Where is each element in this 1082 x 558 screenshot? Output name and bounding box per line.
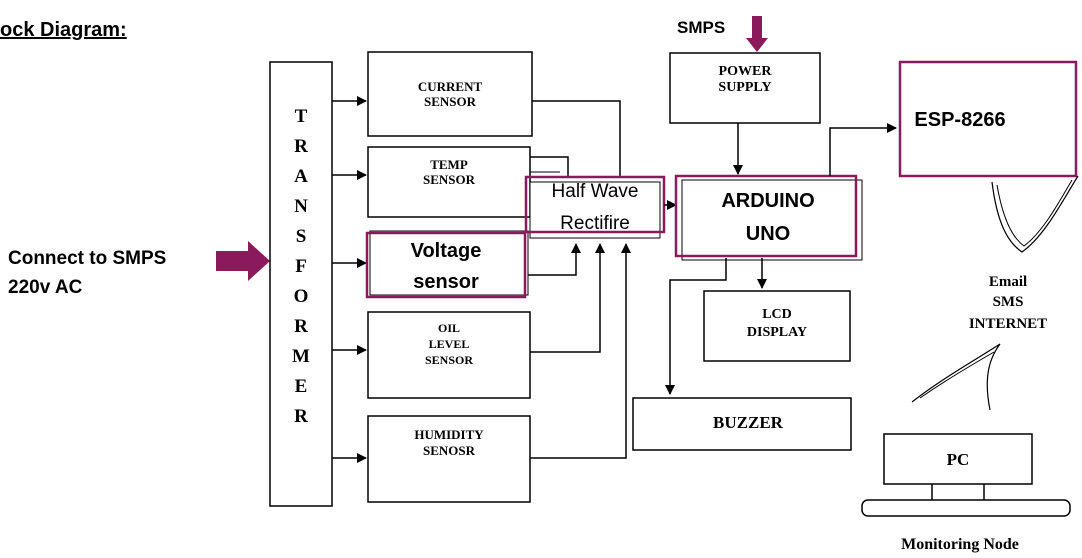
- transformer-letter: R: [294, 406, 308, 427]
- power-supply-label-1: POWER: [719, 64, 773, 79]
- comm-label-sms: SMS: [993, 294, 1024, 310]
- arduino-block: [674, 174, 858, 258]
- pc-signal-inner: [919, 351, 995, 399]
- wire-current-rectifier: [532, 100, 621, 178]
- temp-sensor-label-2: SENSOR: [423, 172, 476, 187]
- pc-keyboard: [861, 499, 1071, 517]
- transformer-letter: S: [296, 226, 307, 247]
- transformer-letter: A: [294, 166, 308, 187]
- esp-label: ESP-8266: [914, 109, 1005, 131]
- buzzer-block: [632, 397, 852, 451]
- oil-sensor-label-3: SENSOR: [425, 353, 473, 367]
- current-sensor-label-2: SENSOR: [424, 94, 477, 109]
- transformer-letter: O: [294, 286, 309, 307]
- temp-sensor-block: [367, 146, 531, 218]
- voltage-sensor-label-2: sensor: [413, 271, 479, 293]
- lcd-label-1: LCD: [762, 307, 792, 322]
- rectifier-outline: [529, 181, 661, 239]
- arduino-label-1: ARDUINO: [721, 190, 814, 212]
- transformer-letter: M: [292, 346, 310, 367]
- diagram-heading: ock Diagram:: [0, 19, 127, 41]
- input-label-line1: Connect to SMPS: [8, 248, 166, 269]
- transformer-letter: N: [294, 196, 308, 217]
- wire-humidity-rectifier: [530, 243, 631, 459]
- rectifier-label-1: Half Wave: [552, 181, 639, 202]
- power-supply-block: [669, 52, 821, 124]
- smps-arrow: [746, 16, 768, 52]
- arduino-label-2: UNO: [746, 223, 790, 245]
- transformer-letter: E: [295, 376, 308, 397]
- transformer-letter: R: [294, 136, 308, 157]
- wire-oil-rectifier: [530, 243, 605, 353]
- transformer-block: [269, 61, 333, 507]
- power-supply-label-2: SUPPLY: [718, 80, 771, 95]
- esp-block: [898, 60, 1078, 178]
- wireless-signal-icon: [991, 175, 1079, 253]
- lcd-display-block: [703, 290, 851, 362]
- smps-label: SMPS: [677, 18, 725, 37]
- humidity-sensor-block: [367, 415, 531, 503]
- transformer-letter: F: [295, 256, 307, 277]
- voltage-sensor-label-1: Voltage: [411, 240, 482, 262]
- comm-label-internet: INTERNET: [969, 316, 1047, 332]
- oil-sensor-label-2: LEVEL: [429, 337, 470, 351]
- arrow-arduino-esp: [829, 123, 897, 176]
- pc-monitor: [883, 433, 1033, 485]
- transformer-letter: R: [294, 316, 308, 337]
- wire-voltage-rectifier: [528, 243, 581, 276]
- wire-temp-rectifier: [530, 156, 569, 178]
- current-sensor-label-1: CURRENT: [418, 79, 483, 94]
- rectifier-label-2: Rectifire: [560, 213, 630, 234]
- temp-sensor-label-1: TEMP: [430, 157, 468, 172]
- buzzer-label: BUZZER: [713, 413, 784, 432]
- current-sensor-block: [367, 51, 533, 137]
- arduino-outline: [681, 179, 863, 261]
- wireless-signal-inner: [996, 179, 1073, 247]
- comm-label-email: Email: [989, 274, 1027, 290]
- pc-label: PC: [947, 450, 970, 469]
- arrow-arduino-buzzer: [665, 258, 727, 395]
- transformer-letter: T: [295, 106, 308, 127]
- input-label-line2: 220v AC: [8, 277, 83, 298]
- humidity-sensor-label-1: HUMIDITY: [414, 427, 484, 442]
- ac-input-arrow: [216, 241, 270, 281]
- lcd-label-2: DISPLAY: [747, 325, 807, 340]
- oil-sensor-label-1: OIL: [438, 321, 460, 335]
- pc-signal-icon: [911, 343, 1001, 411]
- voltage-sensor-block: [365, 231, 527, 299]
- humidity-sensor-label-2: SENOSR: [423, 443, 476, 458]
- monitoring-node-label: Monitoring Node: [901, 536, 1019, 553]
- oil-sensor-block: [367, 311, 531, 399]
- voltage-sensor-outline: [369, 230, 529, 296]
